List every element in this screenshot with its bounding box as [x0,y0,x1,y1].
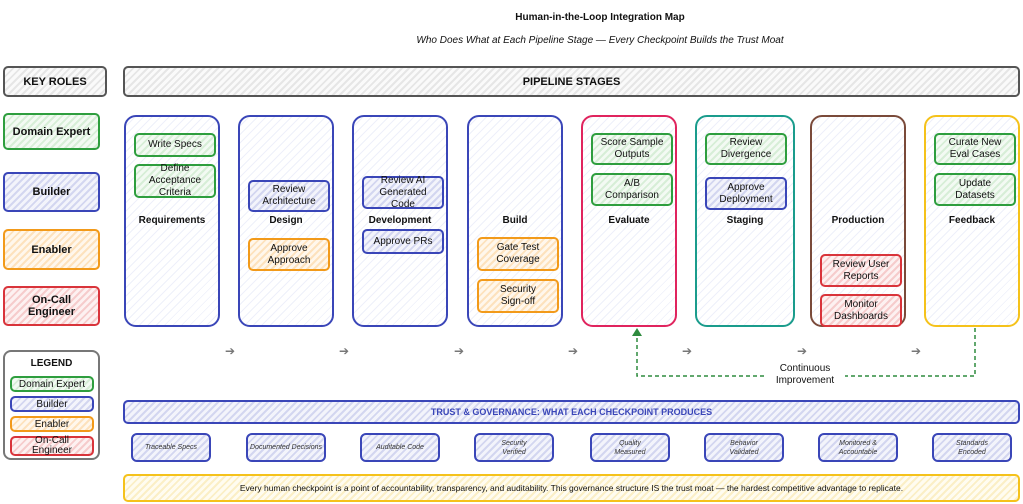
legend-item-domain-expert: Domain Expert [10,376,94,392]
role-enabler: Enabler [3,229,100,270]
legend-item-builder: Builder [10,396,94,412]
task: Gate Test Coverage [477,237,559,271]
legend-item-on-call-engineer: On-Call Engineer [10,436,94,456]
loop-label: Continuous Improvement [765,362,845,388]
key-roles-header: KEY ROLES [3,66,107,97]
outcome: Traceable Specs [131,433,211,462]
stage-design: Design Review Architecture Approve Appro… [238,115,334,327]
stage-requirements: Requirements Write Specs Define Acceptan… [124,115,220,327]
stage-label: Design [269,215,303,226]
arrow-right-icon: ➔ [910,344,922,358]
role-domain-expert: Domain Expert [3,113,100,150]
task: Approve Deployment [705,177,787,210]
legend: LEGEND Domain Expert Builder Enabler On-… [3,350,100,460]
task: Update Datasets [934,173,1016,206]
arrow-right-icon: ➔ [453,344,465,358]
stage-label: Development [368,215,432,226]
task: Write Specs [134,133,216,157]
footer-note: Every human checkpoint is a point of acc… [123,474,1020,502]
arrow-right-icon: ➔ [567,344,579,358]
outcome: Monitored & Accountable [818,433,898,462]
legend-title: LEGEND [30,357,73,369]
task: Monitor Dashboards [820,294,902,327]
task: Review Divergence [705,133,787,165]
task: Approve Approach [248,238,330,271]
stage-label: Evaluate [608,215,650,226]
arrow-right-icon: ➔ [681,344,693,358]
stage-feedback: Feedback Curate New Eval Cases Update Da… [924,115,1020,327]
stage-label: Build [502,215,528,226]
outcome: Quality Measured [590,433,670,462]
trust-governance-header: TRUST & GOVERNANCE: WHAT EACH CHECKPOINT… [123,400,1020,424]
task: Curate New Eval Cases [934,133,1016,165]
task: Review User Reports [820,254,902,287]
task: Security Sign-off [477,279,559,313]
role-on-call-engineer: On-Call Engineer [3,286,100,326]
stage-label: Production [831,215,885,226]
arrow-right-icon: ➔ [338,344,350,358]
diagram-title: Human-in-the-Loop Integration Map [515,11,685,23]
task: Score Sample Outputs [591,133,673,165]
stage-label: Requirements [138,215,206,226]
legend-item-enabler: Enabler [10,416,94,432]
stage-development: Development Review AI Generated Code App… [352,115,448,327]
stage-label: Feedback [948,215,996,226]
task: Define Acceptance Criteria [134,163,216,198]
role-builder: Builder [3,172,100,212]
task: Approve PRs [362,229,444,254]
outcome: Documented Decisions [246,433,326,462]
arrow-right-icon: ➔ [796,344,808,358]
task: Review AI Generated Code [362,175,444,210]
task: A/B Comparison [591,173,673,206]
stage-staging: Staging Review Divergence Approve Deploy… [695,115,795,327]
outcome: Behavior Validated [704,433,784,462]
stage-evaluate: Evaluate Score Sample Outputs A/B Compar… [581,115,677,327]
stage-build: Build Gate Test Coverage Security Sign-o… [467,115,563,327]
task: Review Architecture [248,180,330,212]
stage-production: Production Review User Reports Monitor D… [810,115,906,327]
pipeline-stages-header: PIPELINE STAGES [123,66,1020,97]
outcome: Standards Encoded [932,433,1012,462]
outcome: Auditable Code [360,433,440,462]
arrow-right-icon: ➔ [224,344,236,358]
diagram-subtitle: Who Does What at Each Pipeline Stage — E… [416,34,784,46]
outcome: Security Verified [474,433,554,462]
stage-label: Staging [726,215,764,226]
